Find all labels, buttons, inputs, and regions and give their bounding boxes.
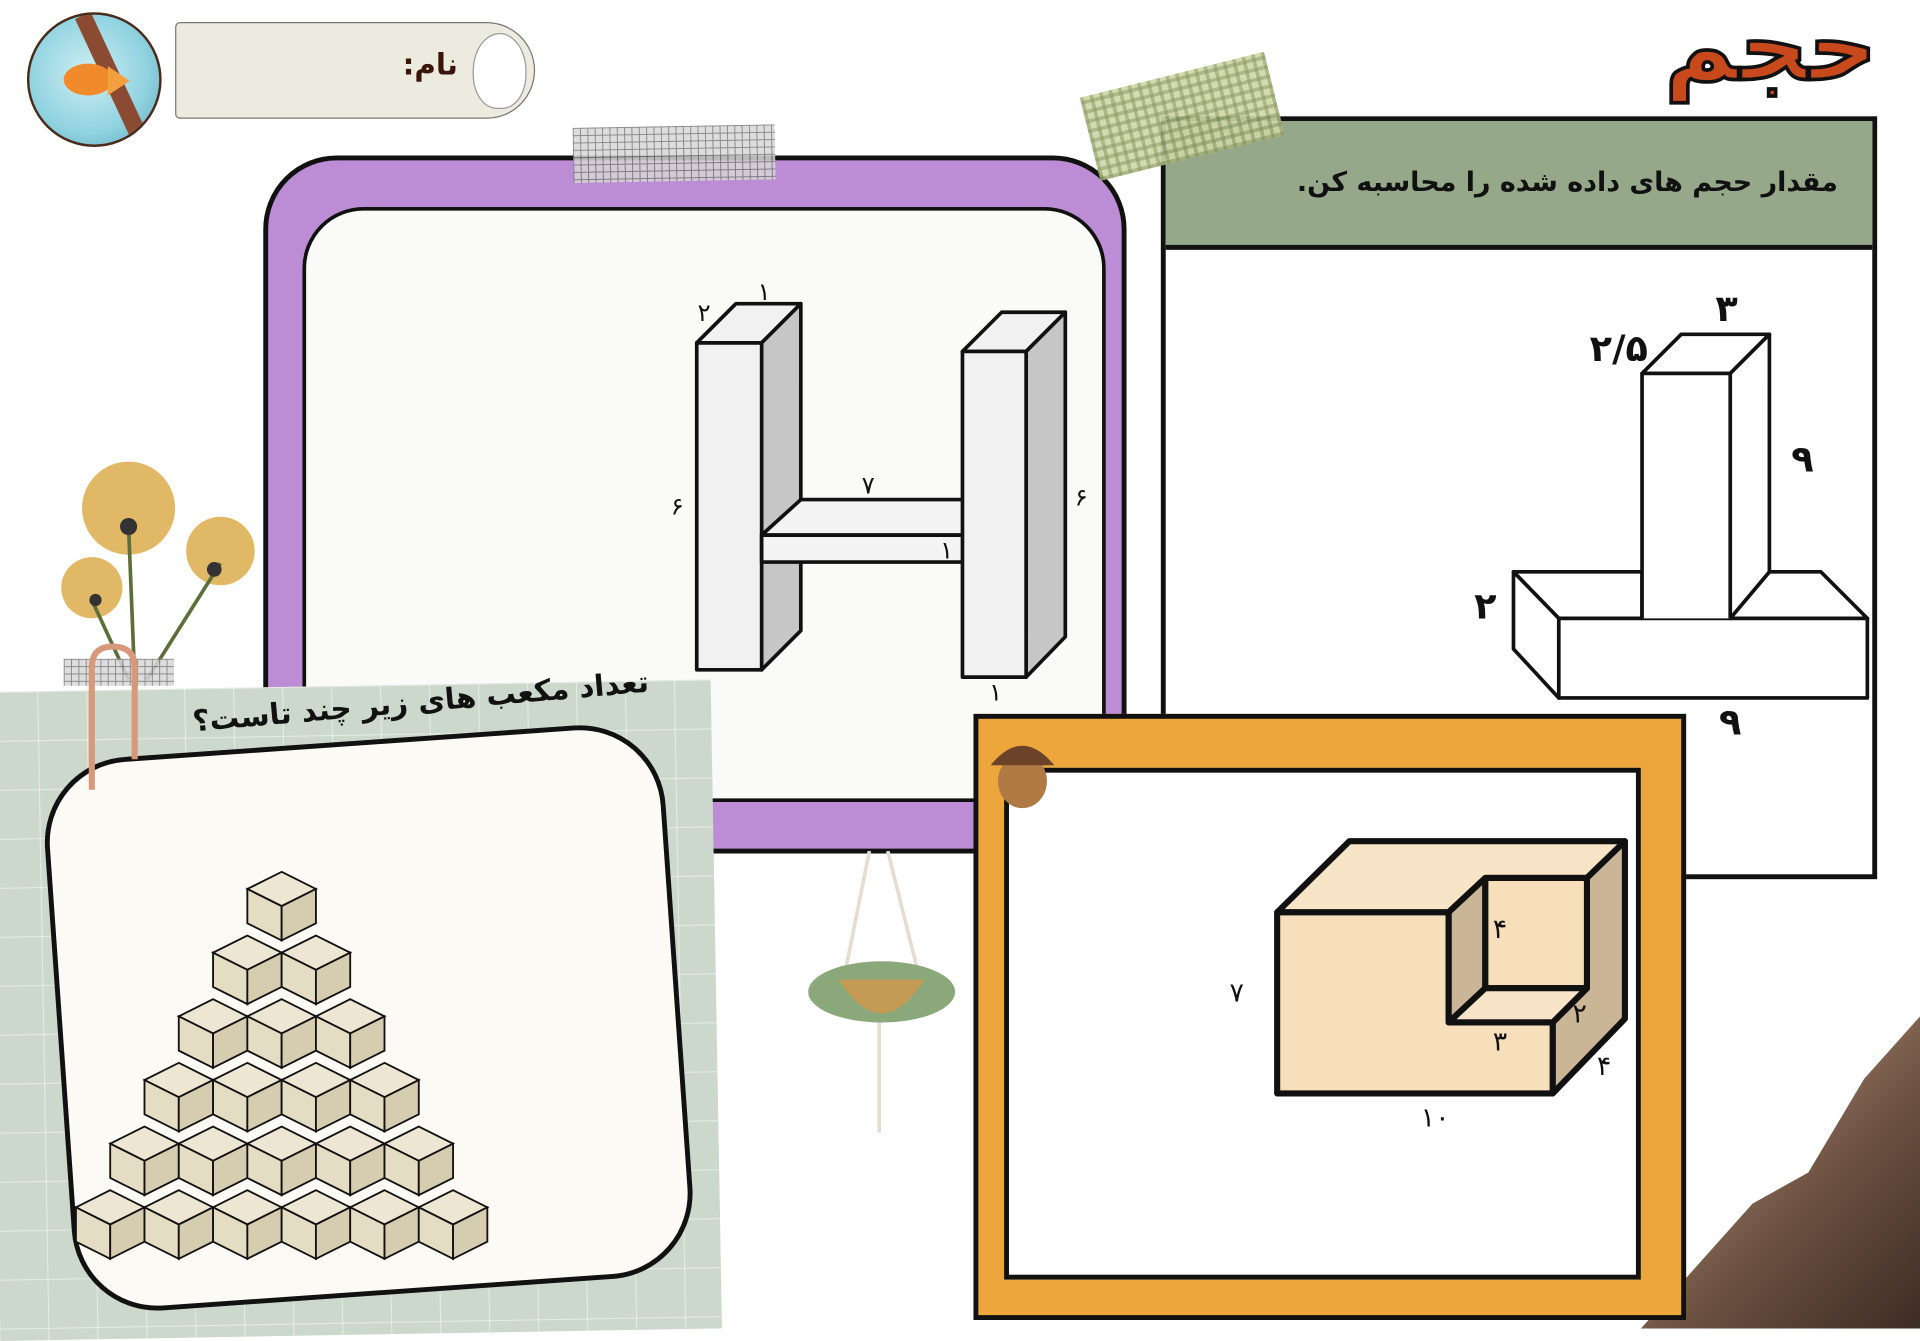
t-stem-front bbox=[1642, 373, 1731, 619]
cube bbox=[73, 1189, 147, 1261]
page-title: حجم bbox=[1663, 0, 1879, 103]
label-base-height: ۲ bbox=[1474, 584, 1496, 627]
cube bbox=[416, 1189, 490, 1261]
dried-flowers-decoration bbox=[61, 461, 255, 681]
t-shape-figure: ۳ ۲/۵ ۹ ۲ ۹ bbox=[1474, 287, 1870, 744]
cube bbox=[348, 1061, 421, 1133]
label-top-width: ۳ bbox=[1715, 287, 1737, 330]
cube bbox=[211, 934, 284, 1006]
cube bbox=[211, 1061, 284, 1133]
label-bar-height: ۱ bbox=[940, 535, 953, 564]
label-top-depth: ۲/۵ bbox=[1590, 327, 1648, 370]
bunny-icon bbox=[472, 33, 527, 109]
cube bbox=[245, 1125, 318, 1197]
label-height: ۷ bbox=[1230, 978, 1244, 1009]
grid-tape-small bbox=[63, 658, 174, 686]
cube bbox=[279, 934, 353, 1006]
cube bbox=[108, 1125, 181, 1197]
l-block-figure: ۷ ۱۰ ۴ ۴ ۳ ۲ bbox=[1230, 838, 1628, 1134]
label-left-depth: ۲ bbox=[698, 298, 711, 327]
name-label: نام: bbox=[402, 47, 458, 83]
cube bbox=[142, 1061, 216, 1133]
label-left-height: ۶ bbox=[671, 491, 684, 520]
label-stem-height: ۹ bbox=[1791, 437, 1813, 480]
cube bbox=[176, 998, 250, 1070]
label-left-width: ۱ bbox=[758, 277, 771, 306]
name-field[interactable]: نام: bbox=[175, 22, 536, 119]
fishbowl-illustration bbox=[26, 12, 162, 147]
label-notch-depth: ۲ bbox=[1572, 998, 1586, 1029]
cube bbox=[279, 1061, 353, 1133]
label-notch-height: ۴ bbox=[1493, 914, 1507, 945]
acorn-icon bbox=[990, 745, 1055, 809]
cube-pyramid-figure bbox=[73, 870, 490, 1261]
cube bbox=[313, 1125, 387, 1197]
paperclip-icon bbox=[88, 643, 138, 790]
cube bbox=[176, 1125, 250, 1197]
cube bbox=[245, 870, 318, 942]
label-length: ۱۰ bbox=[1421, 1103, 1450, 1134]
label-notch-width: ۳ bbox=[1493, 1027, 1507, 1058]
label-right-width: ۱ bbox=[989, 677, 1002, 706]
label-right-height: ۶ bbox=[1075, 483, 1088, 512]
t-stem-side bbox=[1728, 332, 1772, 621]
cube bbox=[348, 1189, 421, 1261]
cube bbox=[313, 998, 387, 1070]
label-bar-length: ۷ bbox=[862, 470, 875, 499]
cube bbox=[245, 998, 318, 1070]
cube bbox=[279, 1189, 353, 1261]
hanging-plant-decoration bbox=[808, 851, 956, 1133]
label-depth: ۴ bbox=[1597, 1051, 1611, 1082]
cube bbox=[382, 1125, 456, 1197]
cube bbox=[211, 1189, 284, 1261]
h-shape-figure: ۱ ۲ ۶ ۷ ۱ ۶ ۱ bbox=[671, 277, 1088, 706]
task-instruction: مقدار حجم های داده شده را محاسبه کن. bbox=[1296, 167, 1838, 199]
grid-tape bbox=[572, 124, 776, 183]
task-header: مقدار حجم های داده شده را محاسبه کن. bbox=[1165, 121, 1873, 250]
t-base-front bbox=[1556, 616, 1870, 700]
cube bbox=[142, 1189, 216, 1261]
label-base-length: ۹ bbox=[1719, 701, 1741, 744]
